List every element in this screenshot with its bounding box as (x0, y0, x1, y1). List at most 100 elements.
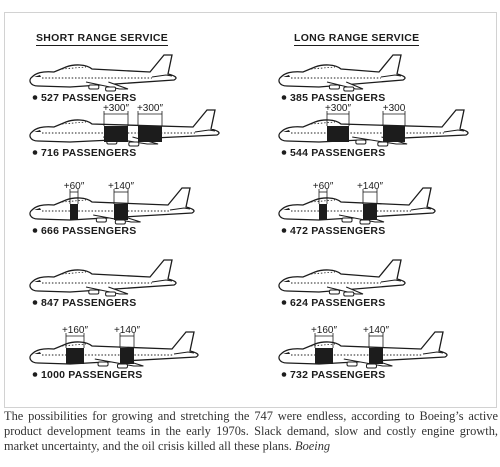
fuselage (278, 109, 469, 143)
cockpit-window (283, 352, 290, 354)
engine (343, 291, 355, 297)
stabilizer (422, 351, 444, 355)
aircraft-variant: 624 PASSENGERS (278, 259, 406, 309)
stabilizer (380, 279, 402, 283)
passenger-count: 527 PASSENGERS (41, 92, 136, 104)
stabilizer (380, 74, 402, 78)
plug-length-label: +160″ (311, 325, 338, 336)
plug-length-label: +60″ (64, 181, 85, 192)
stabilizer (169, 207, 191, 211)
aircraft-variant: +60″+140″472 PASSENGERS (278, 181, 436, 237)
plug-length-label: +300″ (325, 103, 352, 114)
wing (85, 286, 129, 295)
engine (95, 217, 107, 223)
aircraft-variant: +160″+140″1000 PASSENGERS (29, 325, 199, 381)
fuselage-plug (120, 348, 134, 364)
cockpit-window (34, 130, 41, 132)
bullet (281, 372, 287, 377)
engine (328, 289, 340, 295)
passenger-count: 544 PASSENGERS (290, 147, 385, 159)
fuselage-plug (315, 348, 333, 364)
engine (97, 361, 109, 367)
plug-length-label: +140″ (357, 181, 384, 192)
upper-deck-windows (310, 199, 336, 203)
aircraft-variant: 847 PASSENGERS (29, 259, 177, 309)
fuselage (278, 187, 436, 221)
fuselage-plug (383, 126, 405, 142)
fuselage (29, 259, 177, 293)
engine (355, 139, 367, 145)
aircraft-variant: +300″ +300 544 PASSENGERS (278, 103, 469, 159)
fuselage (278, 259, 406, 293)
passenger-count: 624 PASSENGERS (290, 297, 385, 309)
bullet (32, 372, 38, 377)
plug-length-label: +300″ (103, 103, 130, 114)
passenger-count: 1000 PASSENGERS (41, 369, 142, 381)
engine (343, 86, 355, 92)
upper-deck-windows (310, 121, 336, 125)
fuselage (278, 54, 406, 88)
fuselage-plug (363, 204, 377, 220)
plug-length-label: +140″ (363, 325, 390, 336)
engine (105, 86, 117, 92)
engine (105, 291, 117, 297)
fuselage-plug (369, 348, 383, 364)
figure-caption: The possibilities for growing and stretc… (4, 409, 498, 454)
fuselage-plug (66, 348, 84, 364)
engine (114, 219, 126, 225)
passenger-count: 385 PASSENGERS (290, 92, 385, 104)
passenger-count: 847 PASSENGERS (41, 297, 136, 309)
fuselage-plug (327, 126, 349, 142)
upper-deck-windows (61, 66, 87, 70)
passenger-count: 716 PASSENGERS (41, 147, 136, 159)
bullet (32, 300, 38, 305)
plug-length-label: +140″ (108, 181, 135, 192)
fuselage-plug (104, 126, 128, 142)
upper-deck-windows (61, 121, 87, 125)
upper-deck-windows (61, 271, 87, 275)
upper-deck-windows (310, 271, 336, 275)
passenger-count: 666 PASSENGERS (41, 225, 136, 237)
aircraft-variant: +300″ +300″ 716 PASSENGERS (29, 103, 220, 159)
stabilizer (151, 279, 173, 283)
aircraft-variant: +160″ +140″ 732 PASSENGERS (278, 325, 448, 381)
cockpit-window (34, 208, 41, 210)
bullet (281, 300, 287, 305)
plug-length-label: +300″ (137, 103, 164, 114)
aircraft-variant: 527 PASSENGERS (29, 54, 177, 104)
cockpit-window (283, 208, 290, 210)
bullet (281, 228, 287, 233)
short-range-heading: SHORT RANGE SERVICE (36, 32, 169, 46)
caption-credit: Boeing (295, 439, 331, 453)
passenger-count: 472 PASSENGERS (290, 225, 385, 237)
cockpit-window (283, 75, 290, 77)
upper-deck-windows (61, 199, 87, 203)
stabilizer (194, 129, 216, 133)
caption-text: The possibilities for growing and stretc… (4, 409, 498, 453)
stabilizer (443, 129, 465, 133)
engine (116, 363, 128, 369)
aircraft-variant: +60″ +140″ 666 PASSENGERS (29, 181, 195, 237)
fuselage (29, 54, 177, 88)
plug-length-label: +140″ (114, 325, 141, 336)
engine (359, 219, 371, 225)
cockpit-window (34, 75, 41, 77)
cockpit-window (283, 130, 290, 132)
stabilizer (151, 74, 173, 78)
cockpit-window (283, 280, 290, 282)
bullet (32, 95, 38, 100)
bullet (281, 95, 287, 100)
fuselage-plug (319, 204, 327, 220)
engine (88, 289, 100, 295)
wing (326, 286, 364, 295)
fuselage-plug (138, 126, 162, 142)
aircraft-variant: 385 PASSENGERS (278, 54, 406, 104)
bullet (32, 150, 38, 155)
engine (377, 141, 389, 147)
passenger-count: 732 PASSENGERS (290, 369, 385, 381)
fuselage-plug (70, 204, 78, 220)
engine (88, 84, 100, 90)
engine (365, 363, 377, 369)
long-range-heading: LONG RANGE SERVICE (294, 32, 420, 46)
plug-length-label: +300 (383, 103, 406, 114)
